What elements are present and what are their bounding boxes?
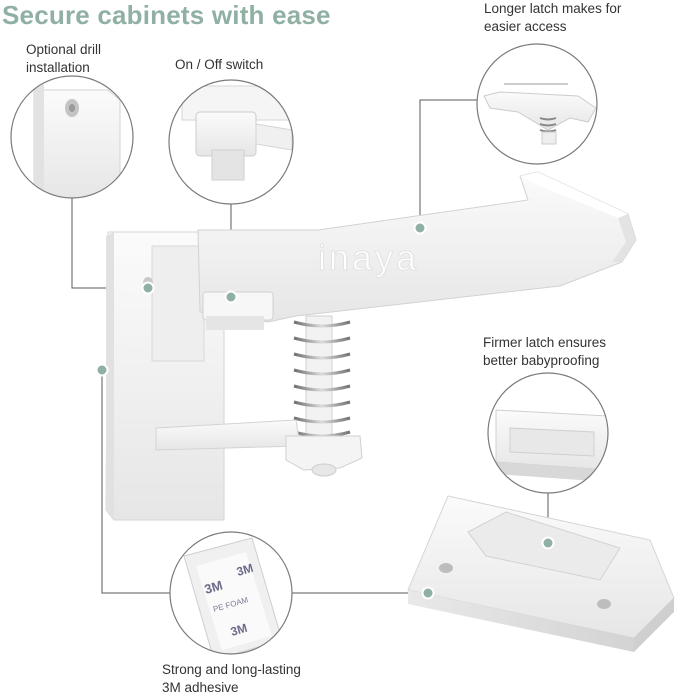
callout-longer-latch-label: Longer latch makes for easier access: [484, 0, 664, 36]
callout-longer-latch-line-1: Longer latch makes for: [484, 1, 622, 16]
longer-latch-zoom: [476, 43, 598, 165]
switch-knob: [202, 291, 274, 321]
switch-zoom: [168, 79, 294, 205]
callout-drill-line-1: Optional drill: [26, 42, 102, 57]
drill-dot: [141, 281, 155, 295]
callout-firmer-latch-line-2: better babyproofing: [483, 353, 600, 368]
strike-plate-dot: [421, 586, 435, 600]
adhesive-print-3m: 3M: [203, 577, 224, 596]
callout-firmer-latch-label: Firmer latch ensures better babyproofing: [483, 334, 663, 370]
strike-plate: [407, 495, 675, 652]
callout-longer-latch-line-2: easier access: [484, 19, 567, 34]
base-dot: [95, 363, 109, 377]
callout-firmer-latch-line-1: Firmer latch ensures: [483, 335, 607, 350]
callout-drill-line-2: installation: [26, 60, 90, 75]
brand-mark: inaya: [318, 237, 419, 278]
drill-zoom: [10, 75, 134, 199]
switch-dot: [224, 290, 238, 304]
callout-adhesive-line-1: Strong and long-lasting: [162, 662, 301, 677]
firmer-latch-dot: [541, 536, 555, 550]
callout-switch-line-1: On / Off switch: [175, 57, 264, 72]
catch-cap: [285, 435, 363, 471]
firmer-latch-zoom: [487, 372, 609, 494]
longer-latch-connector: [419, 99, 477, 228]
base-connector: [101, 370, 170, 594]
svg-text:3M: 3M: [235, 561, 255, 579]
longer-latch-dot: [413, 221, 427, 235]
callout-switch-label: On / Off switch: [175, 56, 263, 74]
callout-drill-label: Optional drill installation: [26, 41, 146, 77]
callout-adhesive-label: Strong and long-lasting 3M adhesive: [162, 661, 382, 697]
pillar: [151, 245, 205, 362]
svg-text:3M: 3M: [229, 621, 249, 639]
headline: Secure cabinets with ease: [2, 0, 331, 30]
spring: [293, 315, 351, 438]
latch-product: inaya: [95, 171, 637, 521]
adhesive-zoom: 3M PE FOAM 3M 3M: [169, 531, 293, 655]
callout-adhesive-line-2: 3M adhesive: [162, 680, 239, 695]
